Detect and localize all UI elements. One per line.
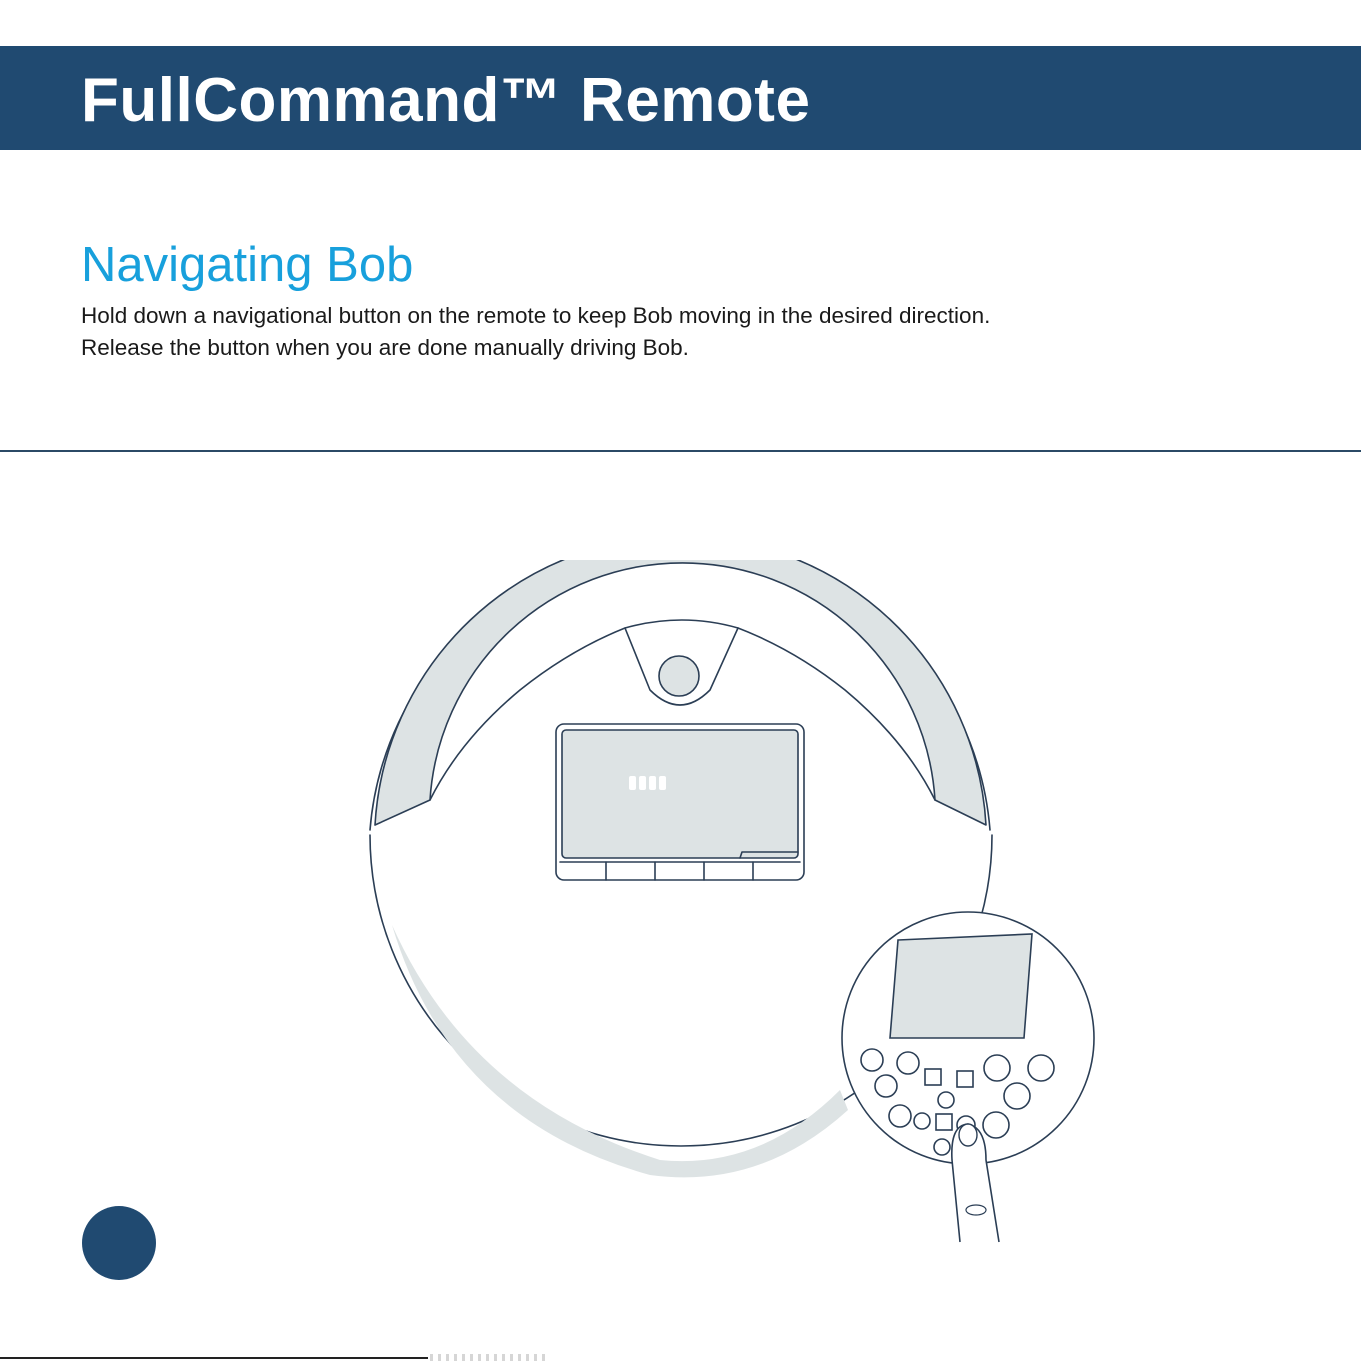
remote-button [934,1139,950,1155]
remote-button [861,1049,883,1071]
remote-button [984,1055,1010,1081]
page-number-marker [82,1206,156,1280]
instruction-text: Hold down a navigational button on the r… [81,300,1281,364]
remote-button [938,1092,954,1108]
remote-button [897,1052,919,1074]
front-sensor-icon [659,656,699,696]
remote-square-button [925,1069,941,1085]
remote-button [983,1112,1009,1138]
instruction-line-2: Release the button when you are done man… [81,332,1281,364]
fingernail-icon [959,1124,977,1146]
remote-screen [890,934,1032,1038]
page-title: FullCommand™ Remote [81,70,810,132]
instruction-line-1: Hold down a navigational button on the r… [81,300,1281,332]
robot-display-screen [562,730,798,858]
footer-rule [0,1357,428,1359]
robot-remote-illustration [340,560,1140,1260]
footer-crop-mark [430,1354,550,1361]
section-divider [0,450,1361,452]
remote-button [914,1113,930,1129]
remote-button [1028,1055,1054,1081]
remote-square-button [957,1071,973,1087]
remote-button [1004,1083,1030,1109]
section-heading: Navigating Bob [81,238,413,292]
remote-button [875,1075,897,1097]
remote-button [889,1105,911,1127]
remote-square-button [936,1114,952,1130]
